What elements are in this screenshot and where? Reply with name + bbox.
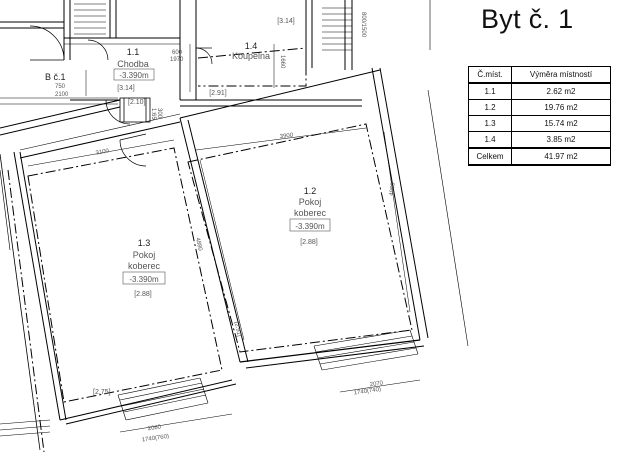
dimension-lines [27, 44, 421, 433]
room-1-1-labels: 1.1 Chodba -3.390m [3.14] [113, 47, 155, 92]
dim-1660: 1660 [279, 55, 285, 69]
dim-2070: 2070 [369, 380, 384, 388]
window-left-dim: 1740(760) [141, 434, 169, 444]
total-label: Celkem [468, 147, 512, 166]
header-room-number: Č.míst. [468, 66, 512, 84]
room-level: -3.390m [129, 275, 159, 284]
room-number: 1.4 [245, 41, 258, 51]
room-level: -3.390m [295, 222, 325, 231]
dim-3900: 3900 [280, 133, 295, 141]
b21-dim-1: 750 [55, 84, 66, 90]
window-bottom-right [313, 329, 419, 371]
table-row: 1.4 3.85 m2 [468, 131, 611, 149]
room-1-2-labels: 1.2 Pokoj koberec -3.390m [2.88] [289, 186, 331, 246]
dim-3100: 3100 [95, 148, 110, 156]
room-height: [2.88] [134, 291, 152, 298]
room-name: Chodba [117, 59, 149, 69]
room-name: Pokoj [133, 250, 156, 260]
table-total-row: Celkem 41.97 m2 [468, 147, 611, 166]
window-right-dim: 1740(740) [353, 387, 381, 397]
area-table-header: Č.míst. Výměra místností [468, 66, 611, 84]
corridor-door-frame [119, 97, 151, 123]
room-number: 1.1 [127, 47, 140, 57]
door-600: 600 [172, 50, 183, 56]
b21-label: B č.1 [45, 72, 66, 82]
row-area: 3.85 m2 [511, 131, 611, 149]
top-right-dim: 800/1500 [360, 12, 366, 38]
row-area: 19.76 m2 [511, 99, 611, 116]
steps-bottom-left [0, 419, 51, 437]
stairs [74, 3, 106, 35]
b21-dim-2: 2100 [55, 92, 69, 98]
height-291: [2.91] [233, 321, 242, 337]
step-b: 300 [156, 108, 162, 119]
total-area: 41.97 m2 [511, 147, 611, 166]
room-1-3-labels: 1.3 Pokoj koberec -3.390m [2.88] [122, 238, 166, 298]
area-table: Č.míst. Výměra místností 1.1 2.62 m2 1.2… [468, 66, 611, 166]
room-height: [2.88] [300, 239, 318, 246]
row-room-id: 1.3 [468, 115, 512, 132]
step-a: 1:65 [150, 108, 156, 120]
room-floor: koberec [294, 208, 327, 218]
dim-4960: 4960 [389, 182, 397, 197]
table-row: 1.2 19.76 m2 [468, 99, 611, 116]
room-1-4-labels: 1.4 Koupelna [3.14] [2.91] [209, 18, 295, 97]
door-symbols [29, 25, 213, 167]
room-height: [3.14] [117, 85, 135, 92]
room-number: 1.3 [138, 238, 151, 248]
room-height-top: [3.14] [277, 18, 295, 25]
window-top-right [322, 7, 352, 51]
row-room-id: 1.1 [468, 82, 512, 100]
room-name: Koupelna [232, 51, 270, 61]
dim-4880: 4880 [194, 237, 203, 252]
door-1970: 1970 [170, 57, 184, 63]
height-275: [2.75] [93, 389, 111, 396]
row-room-id: 1.2 [468, 99, 512, 116]
apartment-title: Byt č. 1 [481, 4, 574, 34]
room-boundaries [7, 47, 413, 453]
corridor-height: [2.10] [128, 99, 146, 106]
window-bottom-left [117, 377, 209, 421]
table-row: 1.1 2.62 m2 [468, 82, 611, 100]
row-area: 2.62 m2 [511, 82, 611, 100]
room-number: 1.2 [304, 186, 317, 196]
room-level: -3.390m [119, 71, 149, 80]
dim-2060: 2060 [147, 424, 162, 432]
row-room-id: 1.4 [468, 131, 512, 149]
table-row: 1.3 15.74 m2 [468, 115, 611, 132]
room-name: Pokoj [299, 197, 322, 207]
room-height-bottom: [2.91] [209, 90, 227, 97]
room-floor: koberec [128, 261, 161, 271]
misc-annotations: B č.1 750 2100 600 1970 1660 [2.10] 1:65… [45, 12, 397, 444]
wall-lines [0, 0, 469, 451]
row-area: 15.74 m2 [511, 115, 611, 132]
header-area: Výměra místností [511, 66, 611, 84]
